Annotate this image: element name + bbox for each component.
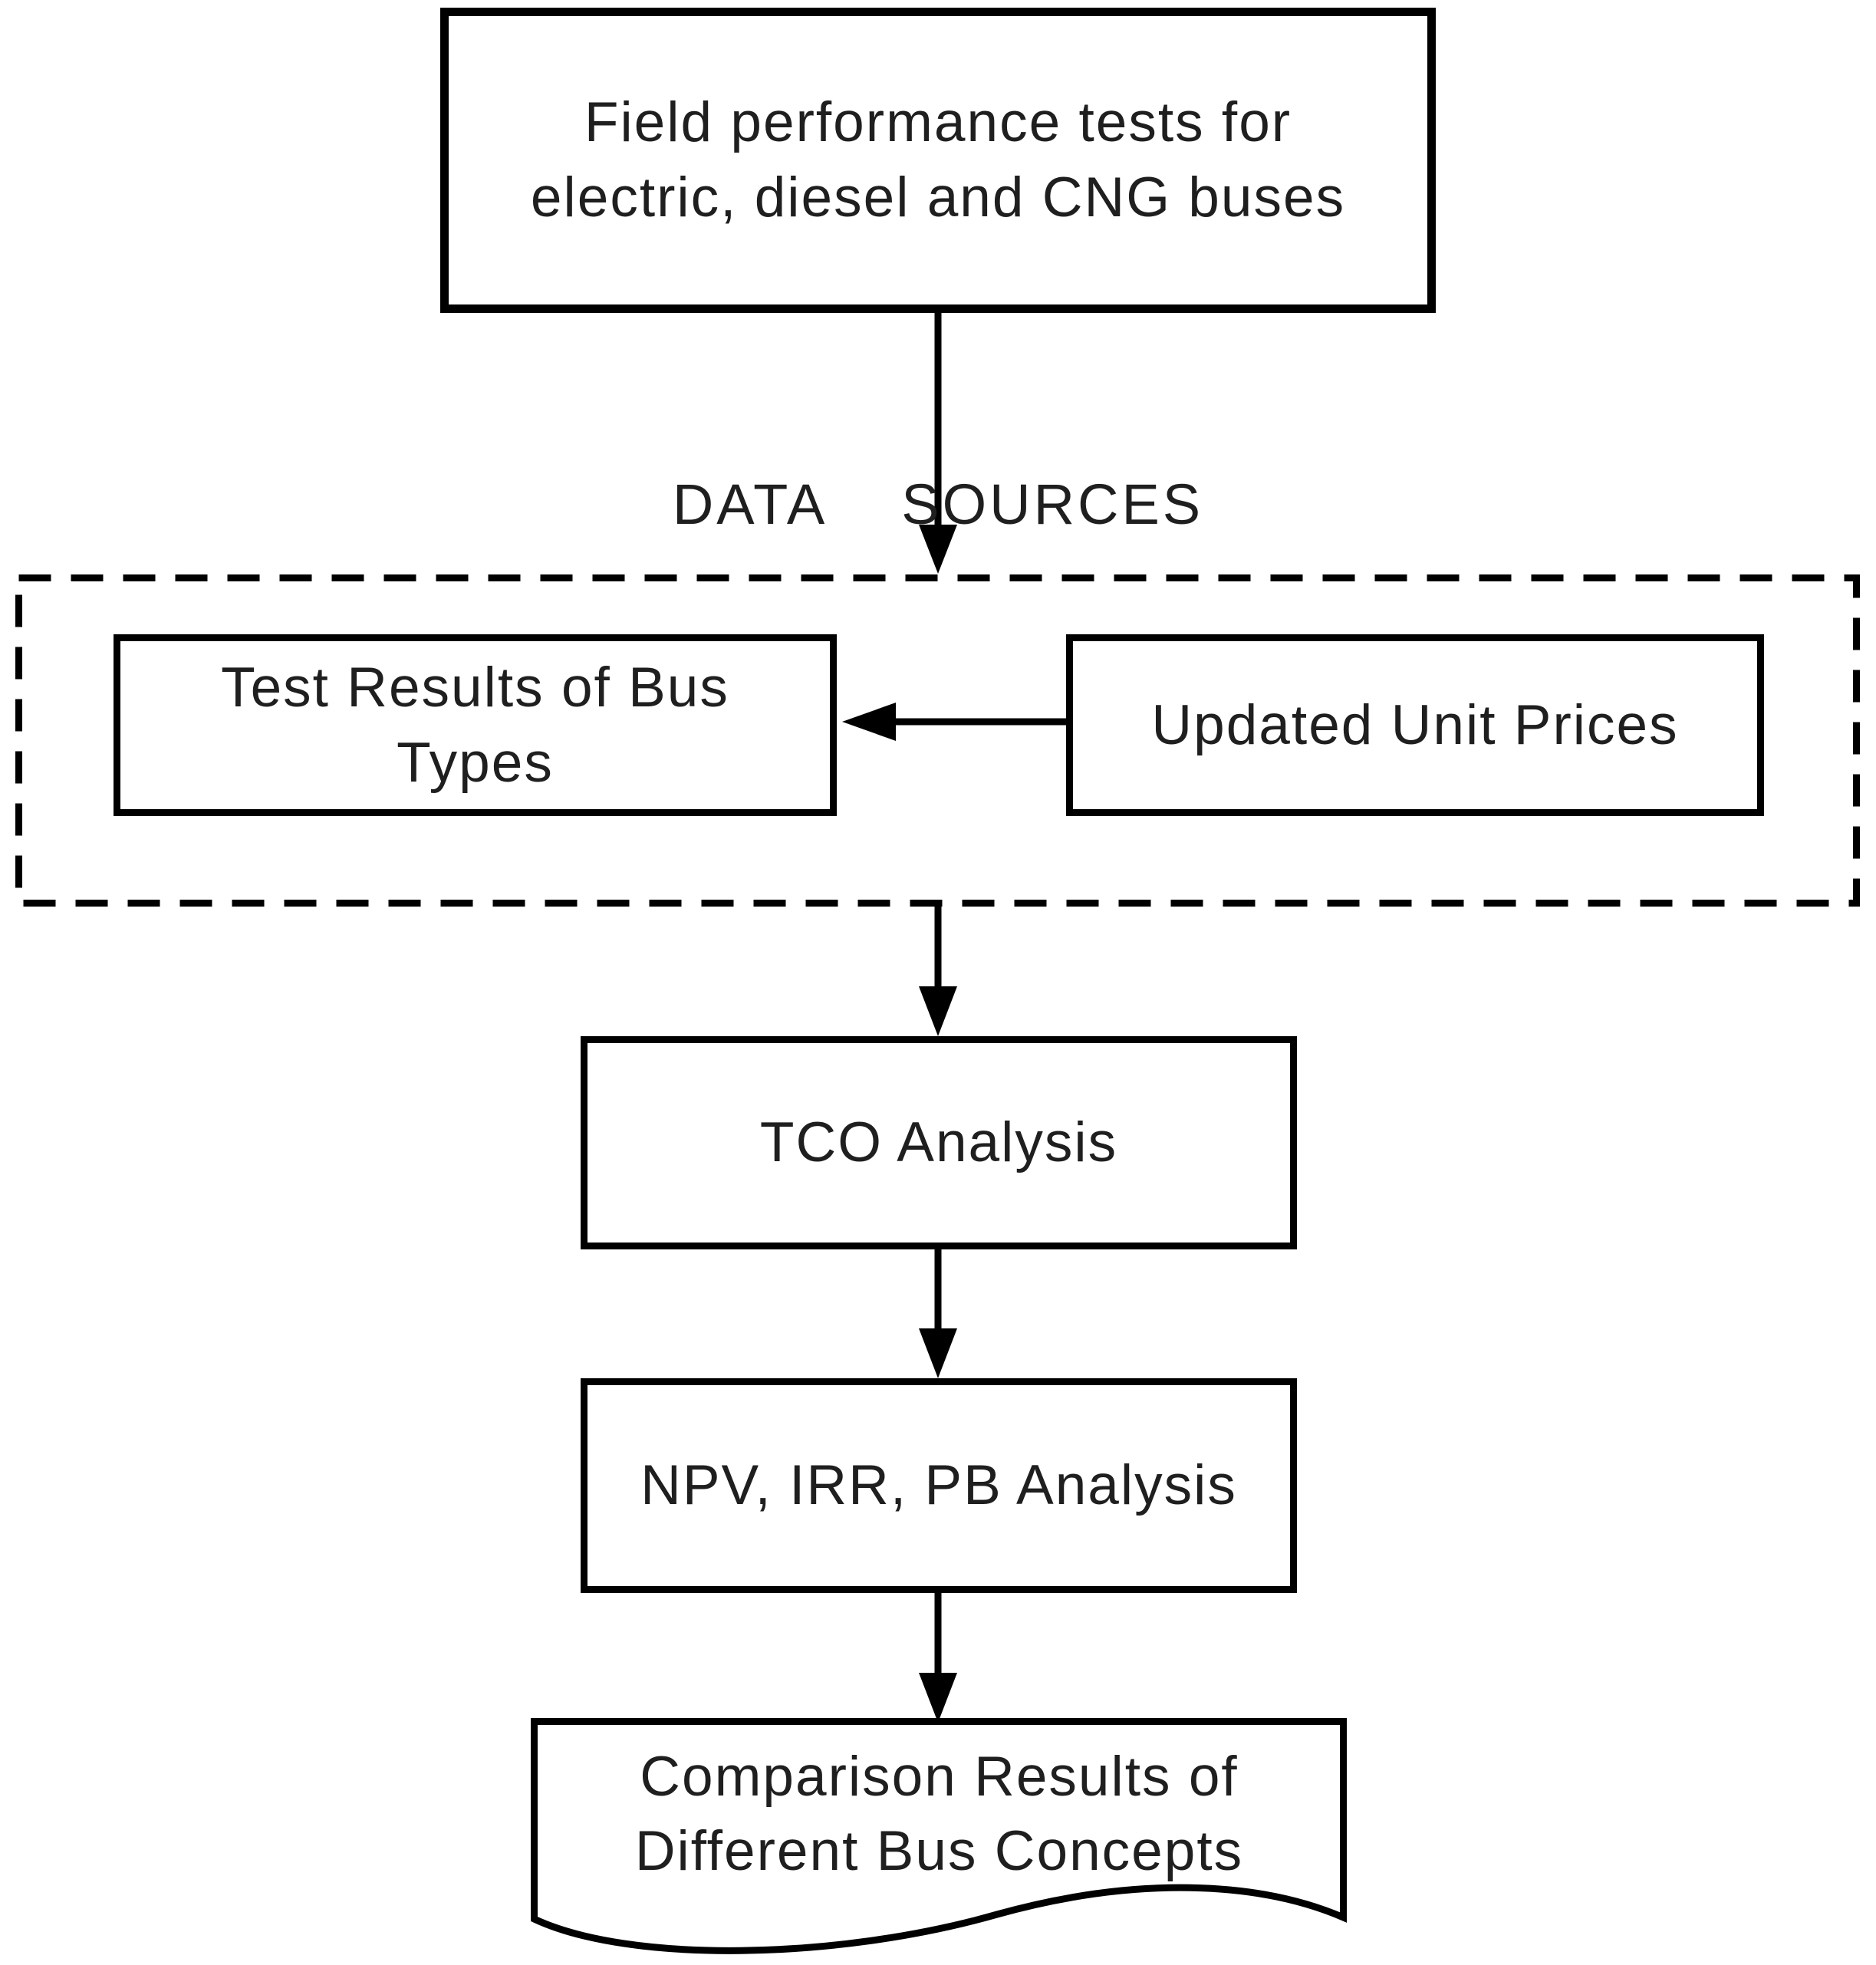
node-comparison-results: Comparison Results of Different Bus Conc… [537,1740,1341,1888]
node-label-line: TCO Analysis [759,1111,1118,1173]
node-field-performance-tests: Field performance tests for electric, di… [440,8,1436,313]
node-label-line: NPV, IRR, PB Analysis [640,1454,1237,1516]
node-label-line: Field performance tests for [584,91,1292,153]
arrow-prices-to-results [842,703,1066,741]
arrow-tco-to-npv [919,1248,957,1378]
node-npv-irr-pb-analysis: NPV, IRR, PB Analysis [581,1378,1297,1593]
node-tco-analysis: TCO Analysis [581,1036,1297,1249]
data-sources-caption-right: SOURCES [901,472,1204,536]
node-label-line: Types [397,731,554,794]
arrow-npv-to-comparison [919,1591,957,1723]
node-test-results: Test Results of Bus Types [114,634,837,816]
node-label-line: Different Bus Concepts [634,1820,1244,1882]
node-updated-unit-prices: Updated Unit Prices [1066,634,1764,816]
node-label-line: electric, diesel and CNG buses [530,166,1346,229]
arrow-field-to-datasources [919,311,957,574]
data-sources-caption: DATA SOURCES [673,472,1203,537]
arrow-datasources-to-tco [919,905,957,1036]
data-sources-dashed-border [15,574,1860,907]
node-label-line: Test Results of Bus [221,656,729,719]
document-shape [531,1718,1347,1954]
data-sources-caption-left: DATA [672,472,828,536]
node-label-line: Comparison Results of [640,1746,1239,1808]
node-label-line: Updated Unit Prices [1151,693,1679,756]
